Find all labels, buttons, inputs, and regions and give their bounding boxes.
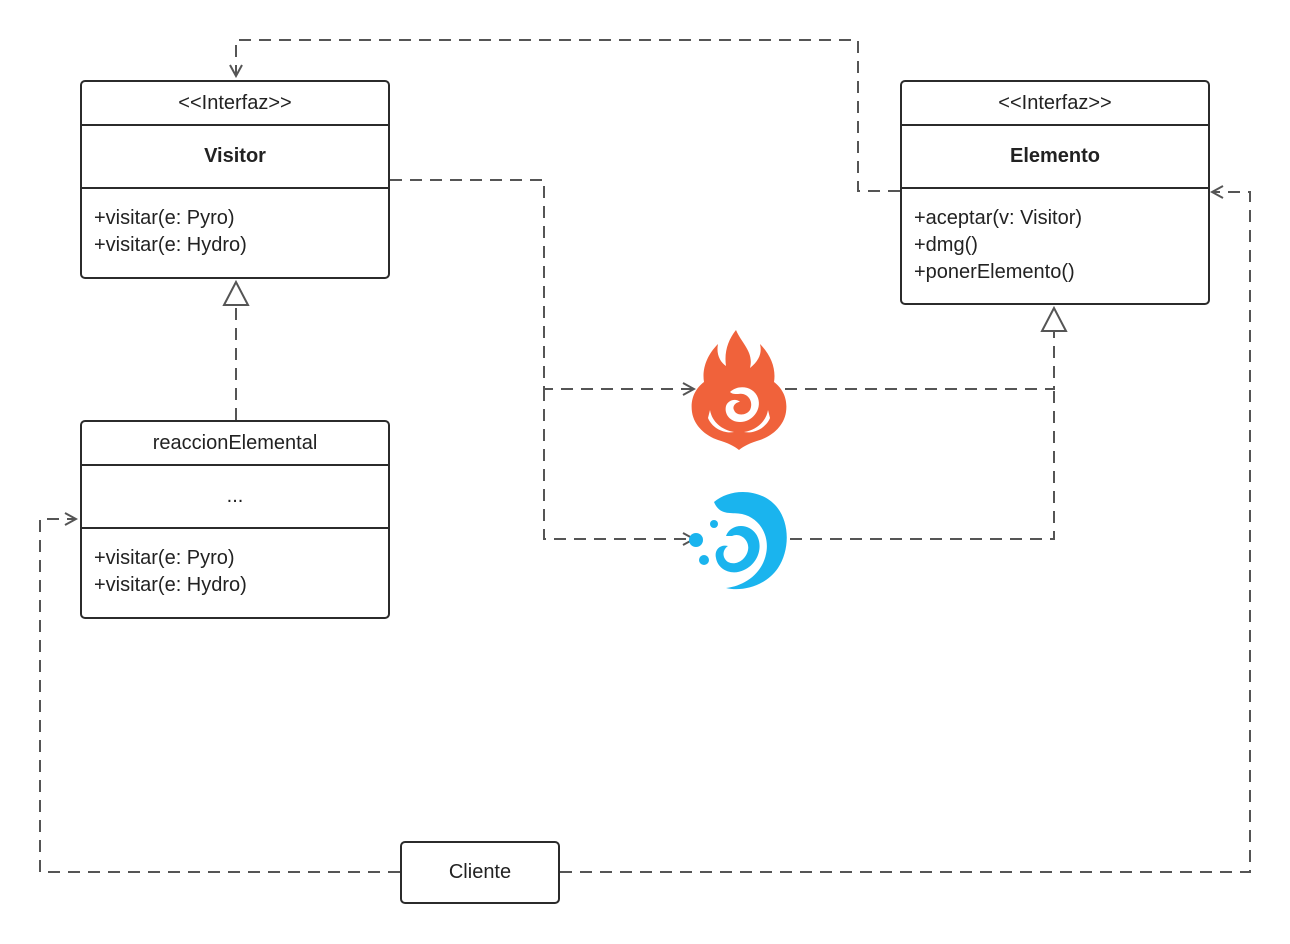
hydro-elemento-realization (790, 389, 1055, 540)
visitor-method: +visitar(e: Pyro) (94, 207, 235, 229)
reaccion-method: +visitar(e: Hydro) (94, 574, 247, 596)
visitor-methods: +visitar(e: Pyro) +visitar(e: Hydro) (82, 189, 388, 275)
visitor-method: +visitar(e: Hydro) (94, 234, 247, 256)
elemento-method: +aceptar(v: Visitor) (914, 207, 1083, 229)
visitor-hydro-dependency (543, 389, 694, 539)
elemento-methods: +aceptar(v: Visitor) +dmg() +ponerElemen… (902, 189, 1208, 302)
reaccion-elemental-class-box[interactable]: reaccionElemental ... +visitar(e: Pyro) … (80, 420, 390, 619)
visitor-interface-box[interactable]: <<Interfaz>> Visitor +visitar(e: Pyro) +… (80, 80, 390, 279)
cliente-box[interactable]: Cliente (400, 841, 560, 904)
elemento-class-name: Elemento (902, 126, 1208, 189)
realization-triangle-elemento (1040, 305, 1068, 332)
visitor-class-name: Visitor (82, 126, 388, 189)
elemento-interface-box[interactable]: <<Interfaz>> Elemento +aceptar(v: Visito… (900, 80, 1210, 305)
cliente-label: Cliente (448, 861, 512, 883)
elemento-stereotype: <<Interfaz>> (902, 82, 1208, 126)
elemento-method: +dmg() (914, 234, 978, 256)
realization-triangle-visitor (222, 279, 250, 306)
hydro-icon[interactable] (686, 488, 790, 592)
reaccion-method: +visitar(e: Pyro) (94, 547, 235, 569)
cliente-elemento-dependency (560, 192, 1251, 873)
elemento-method: +ponerElemento() (914, 261, 1075, 283)
pyro-elemento-realization (785, 331, 1055, 390)
cliente-reaccion-dependency (39, 519, 400, 873)
visitor-stereotype: <<Interfaz>> (82, 82, 388, 126)
reaccion-methods: +visitar(e: Pyro) +visitar(e: Hydro) (82, 529, 388, 615)
reaccion-class-name: reaccionElemental (82, 422, 388, 466)
pyro-icon[interactable] (690, 330, 788, 450)
visitor-pyro-dependency (390, 179, 694, 389)
reaccion-attributes: ... (82, 466, 388, 529)
elemento-visitor-dependency (236, 39, 900, 192)
